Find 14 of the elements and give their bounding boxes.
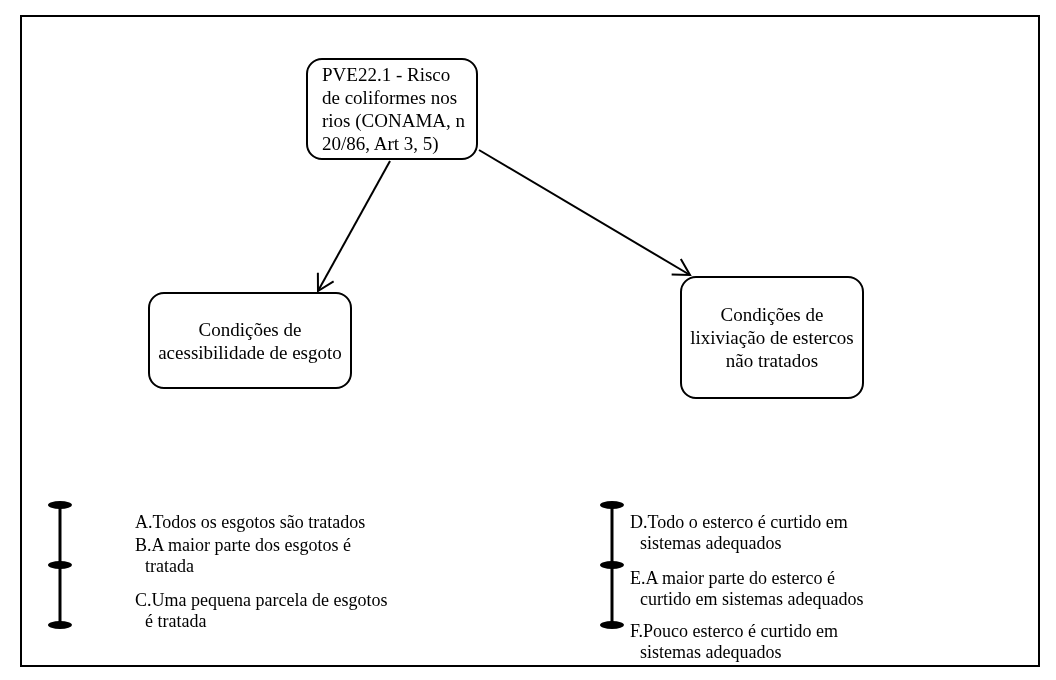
arrow <box>316 160 391 292</box>
scale-level-text: F.Pouco esterco é curtido em sistemas adequados <box>630 621 839 663</box>
scale-level-text: D.Todo o esterco é curtido em sistemas adequados <box>630 512 849 554</box>
node-text: PVE22.1 - Risco de coliformes nos rios (CONAMA, n 20/86, Art 3, 5) <box>322 63 467 155</box>
rounded-box <box>148 292 352 389</box>
rounded-box <box>680 276 864 399</box>
scale-level-text: A.Todos os esgotos são tratados <box>135 512 367 533</box>
scale-level-text: E.A maior parte do esterco é curtido em sistemas adequados <box>630 568 865 610</box>
scale-level-text: C.Uma pequena parcela de esgotos é tratada <box>135 590 389 632</box>
node-text: Condições de acessibilidade de esgoto <box>158 317 342 364</box>
scale-level-text: B.A maior parte dos esgotos é tratada <box>135 535 352 577</box>
arrow <box>478 149 691 276</box>
rounded-box <box>306 58 478 160</box>
node-text: Condições de lixiviação de estercos não tratados <box>690 303 854 372</box>
